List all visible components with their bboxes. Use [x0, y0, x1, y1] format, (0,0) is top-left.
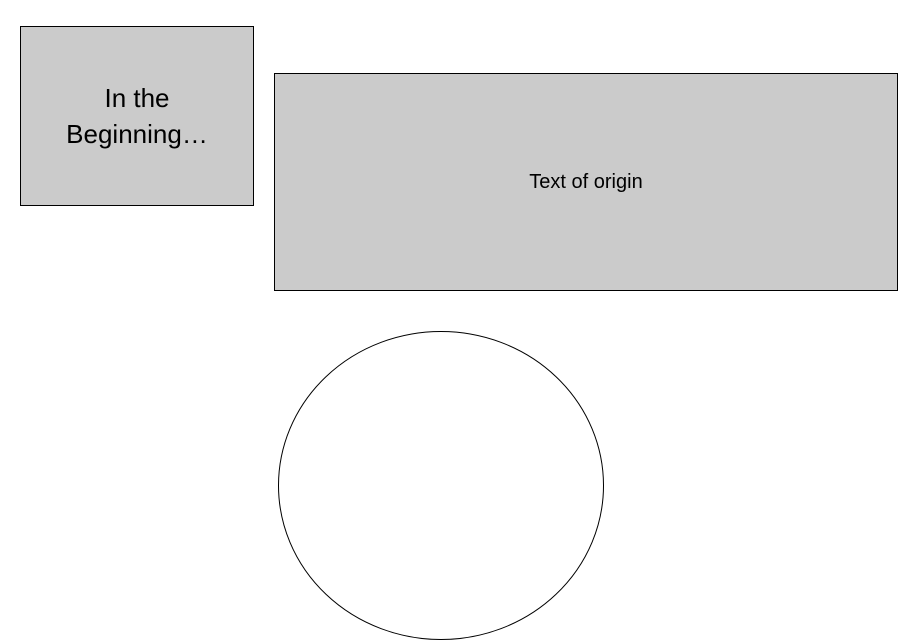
origin-box: Text of origin: [274, 73, 898, 291]
origin-box-text: Text of origin: [529, 170, 643, 193]
title-box: In the Beginning…: [20, 26, 254, 206]
circle-shape: [278, 331, 604, 640]
empty-circle: [278, 331, 604, 640]
title-box-text: In the Beginning…: [66, 83, 208, 149]
